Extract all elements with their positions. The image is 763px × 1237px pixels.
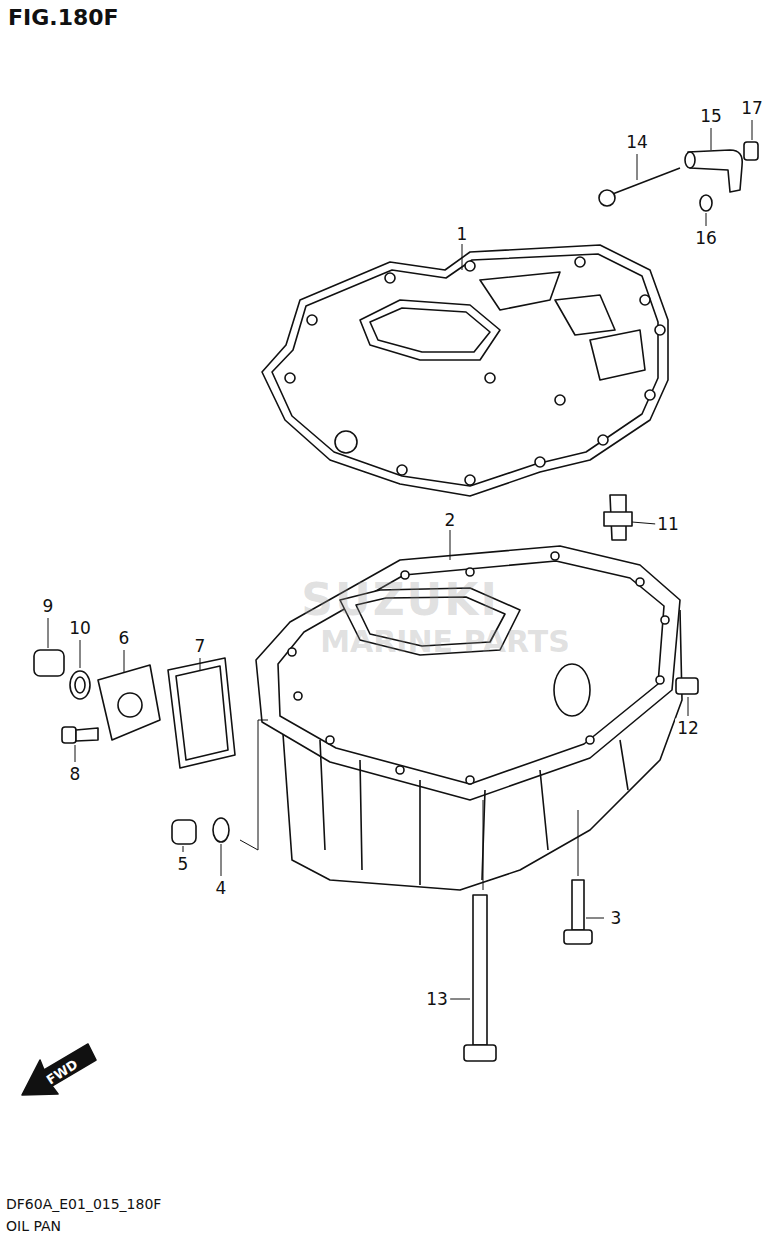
watermark: SUZUKI (301, 578, 499, 622)
callout-number: 1 (455, 225, 470, 244)
callout-number: 15 (698, 107, 724, 126)
figure-caption: OIL PAN (6, 1219, 61, 1233)
callout-number: 3 (609, 909, 624, 928)
watermark: MARINE PARTS (320, 627, 570, 657)
callout-number: 2 (443, 511, 458, 530)
callout-number: 7 (193, 637, 208, 656)
direction-label: FWD (44, 1057, 80, 1086)
callout-number: 17 (739, 99, 763, 118)
callout-number: 11 (655, 515, 681, 534)
figure-title: FIG.180F (8, 7, 119, 29)
callout-number: 16 (693, 229, 719, 248)
callout-number: 4 (214, 879, 229, 898)
callout-number: 5 (176, 855, 191, 874)
callout-number: 13 (424, 990, 450, 1009)
callout-number: 14 (624, 133, 650, 152)
callout-number: 8 (68, 765, 83, 784)
callout-number: 12 (675, 719, 701, 738)
callout-number: 6 (117, 629, 132, 648)
callout-number: 10 (67, 619, 93, 638)
drawing-code: DF60A_E01_015_180F (6, 1197, 161, 1211)
callout-number: 9 (41, 597, 56, 616)
